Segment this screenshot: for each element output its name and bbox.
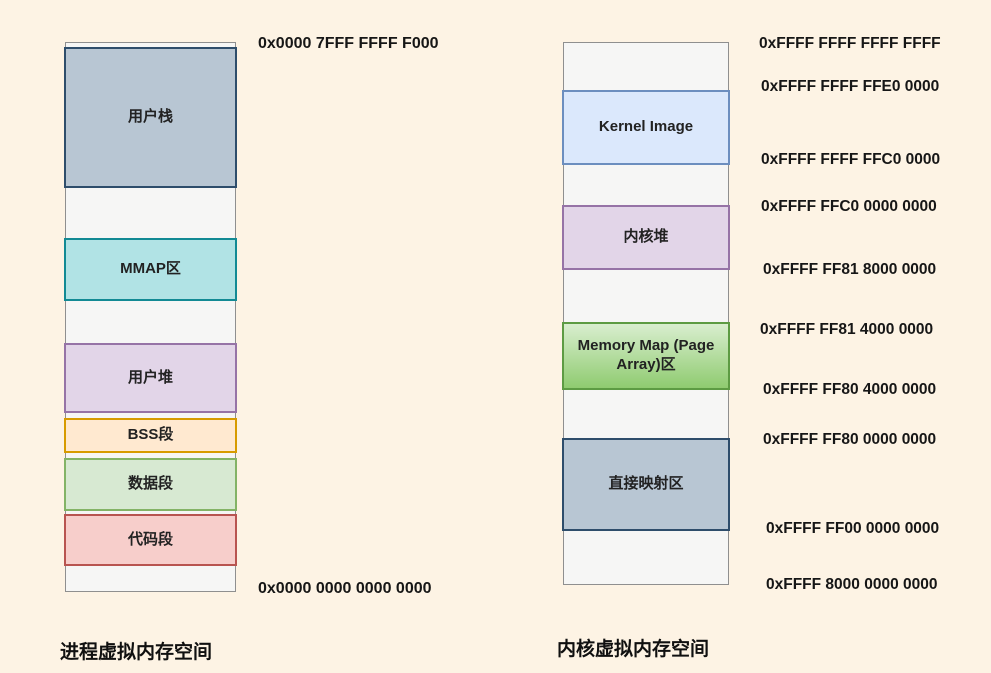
kernel-address-3: 0xFFFF FFC0 0000 0000 (761, 198, 937, 215)
segment-user-heap-label: 用户堆 (127, 368, 173, 386)
segment-mmap-label: MMAP区 (120, 260, 181, 278)
kernel-address-6: 0xFFFF FF80 4000 0000 (763, 381, 937, 398)
kernel-memory-column: Kernel Image 内核堆 Memory Map (Page Array)… (562, 42, 730, 585)
segment-kernel-image: Kernel Image (562, 90, 730, 165)
segment-direct-map-label: 直接映射区 (608, 475, 684, 493)
kernel-address-8: 0xFFFF FF00 0000 0000 (766, 520, 940, 537)
segment-user-stack: 用户栈 (64, 47, 237, 188)
kernel-address-7: 0xFFFF FF80 0000 0000 (763, 431, 937, 448)
segment-kernel-heap: 内核堆 (562, 205, 730, 270)
segment-bss: BSS段 (64, 418, 237, 453)
process-address-bottom: 0x0000 0000 0000 0000 (258, 580, 432, 597)
process-space-caption: 进程虚拟内存空间 (60, 642, 213, 663)
segment-kernel-image-label: Kernel Image (598, 118, 694, 136)
kernel-address-0: 0xFFFF FFFF FFFF FFFF (759, 35, 941, 52)
segment-bss-label: BSS段 (127, 426, 174, 444)
segment-memory-map: Memory Map (Page Array)区 (562, 322, 730, 390)
kernel-space-caption: 内核虚拟内存空间 (557, 639, 710, 660)
segment-user-stack-label: 用户栈 (127, 108, 173, 126)
segment-user-heap: 用户堆 (64, 343, 237, 413)
segment-code: 代码段 (64, 514, 237, 566)
kernel-address-4: 0xFFFF FF81 8000 0000 (763, 261, 937, 278)
kernel-address-2: 0xFFFF FFFF FFC0 0000 (761, 151, 941, 168)
segment-kernel-heap-label: 内核堆 (623, 228, 669, 246)
segment-data-label: 数据段 (127, 475, 173, 493)
segment-data: 数据段 (64, 458, 237, 511)
kernel-address-1: 0xFFFF FFFF FFE0 0000 (761, 78, 940, 95)
kernel-address-5: 0xFFFF FF81 4000 0000 (760, 321, 934, 338)
segment-mmap: MMAP区 (64, 238, 237, 301)
segment-memory-map-label: Memory Map (Page Array)区 (577, 337, 715, 373)
segment-direct-map: 直接映射区 (562, 438, 730, 531)
kernel-address-9: 0xFFFF 8000 0000 0000 (766, 576, 938, 593)
process-memory-column: 用户栈 MMAP区 用户堆 BSS段 数据段 代码段 (64, 42, 237, 592)
segment-code-label: 代码段 (127, 530, 173, 548)
process-address-top: 0x0000 7FFF FFFF F000 (258, 35, 439, 52)
